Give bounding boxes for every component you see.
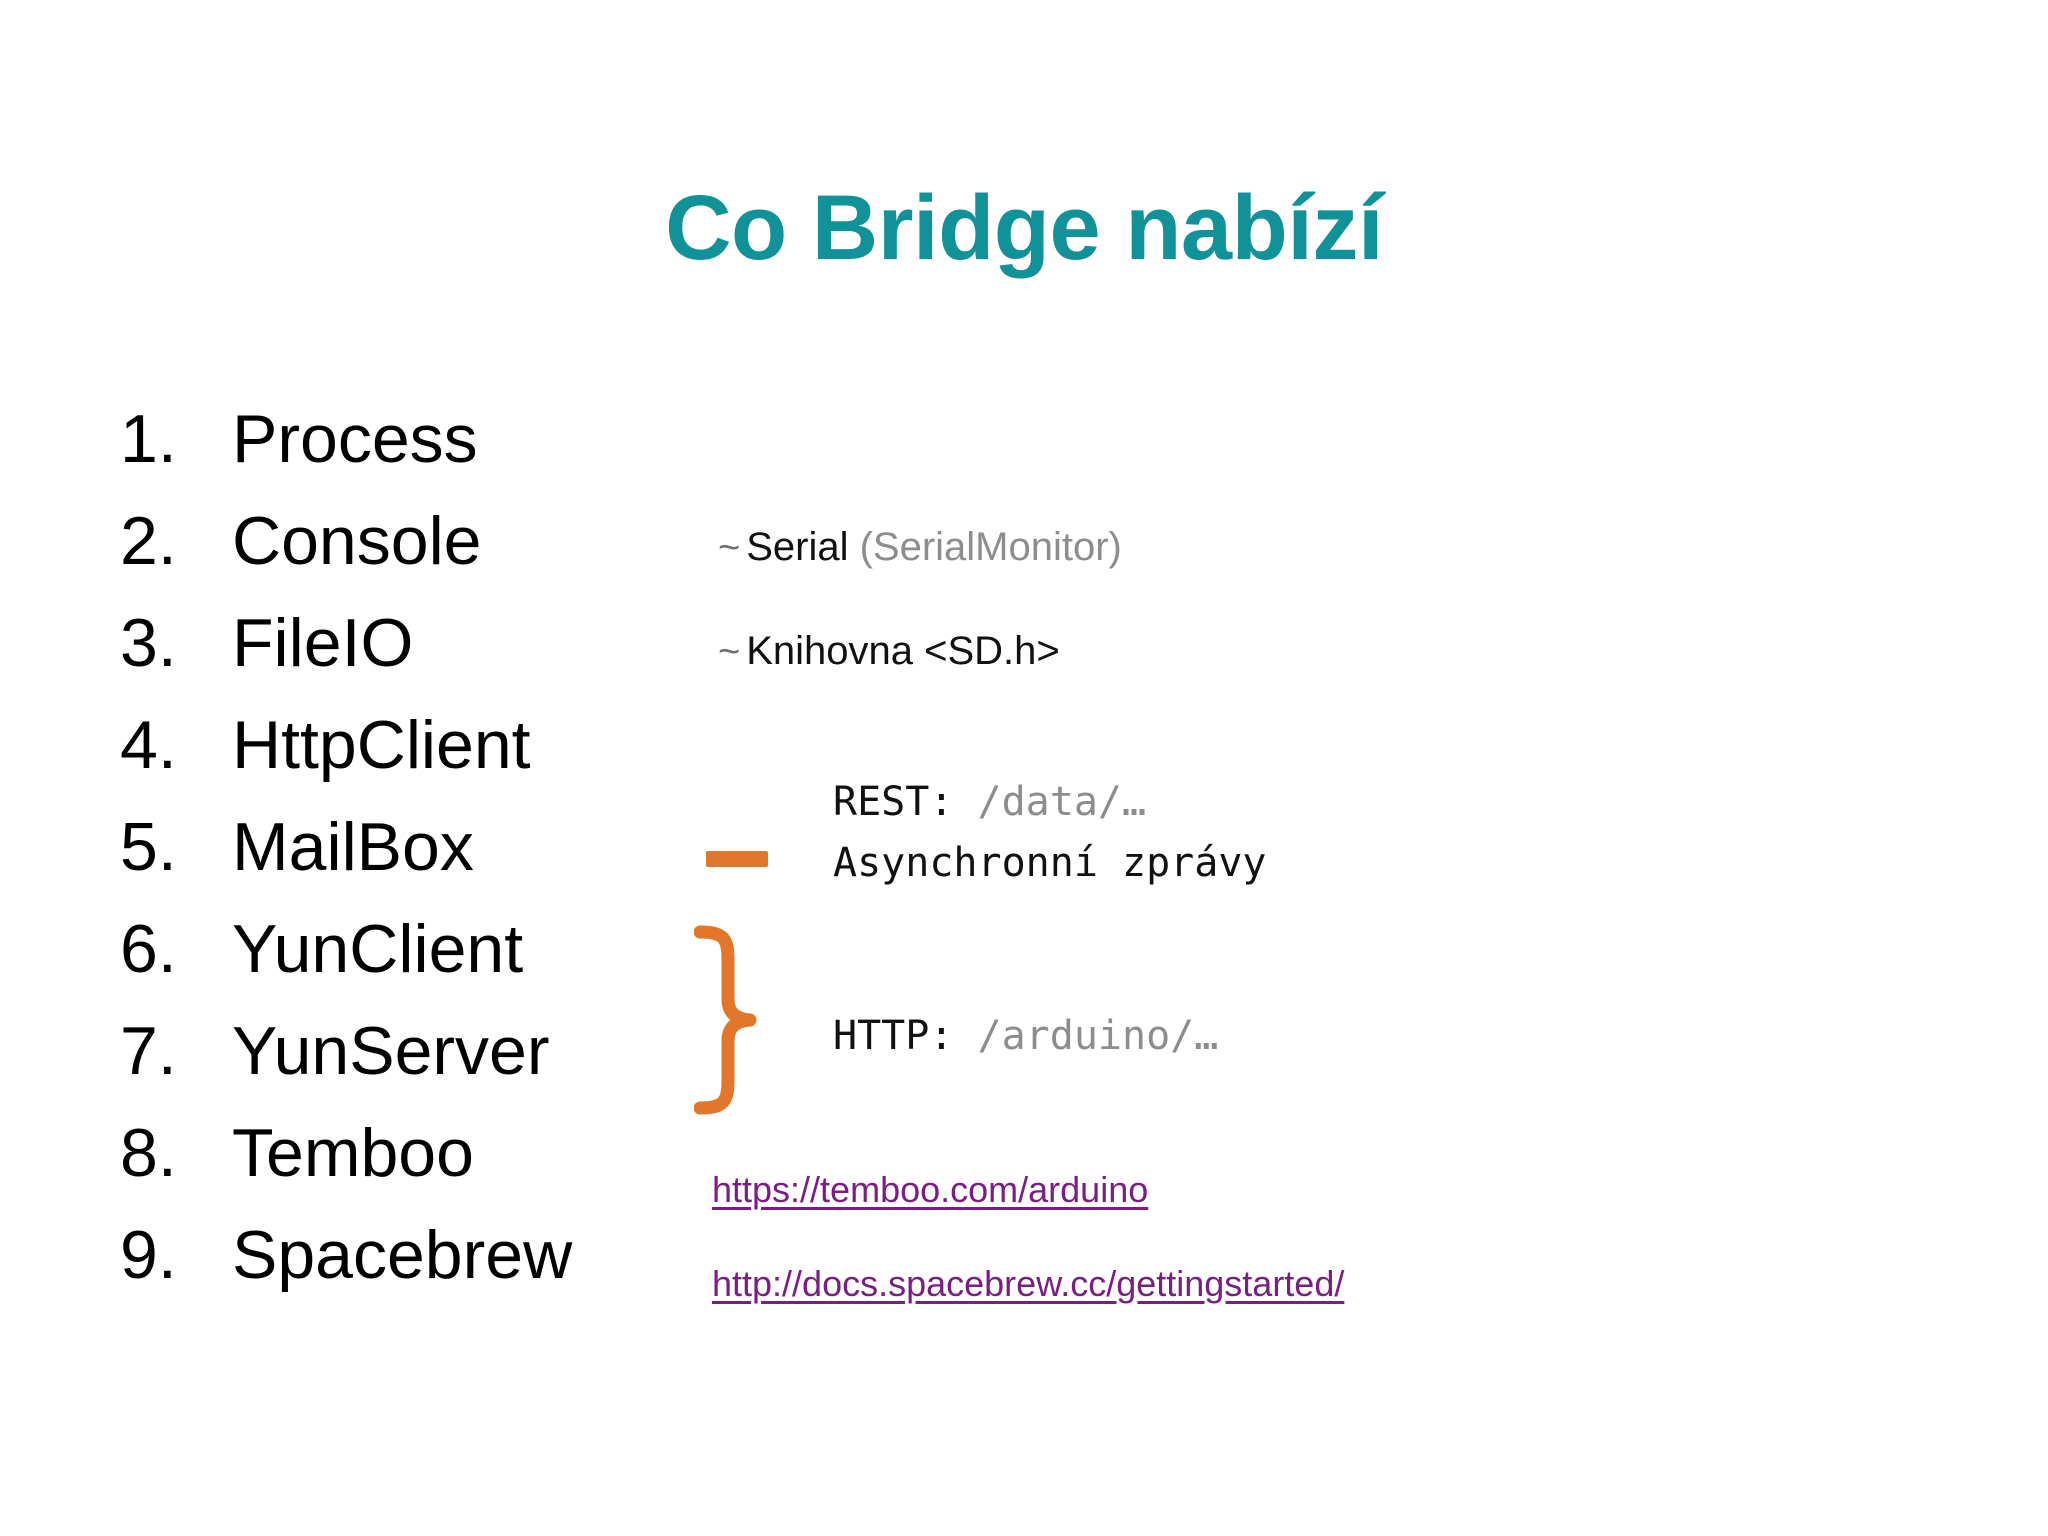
list-item-number: 2. — [120, 503, 177, 579]
list-item-number: 4. — [120, 707, 177, 783]
list-item[interactable]: 1. Process — [120, 405, 740, 507]
annotation-rest-path: /data/… — [977, 779, 1147, 825]
list-item[interactable]: 9. Spacebrew — [120, 1221, 740, 1323]
list-item-number: 9. — [120, 1217, 177, 1293]
list-item-label: FileIO — [232, 605, 414, 681]
annotation-knihovna-label: Knihovna <SD.h> — [746, 629, 1060, 673]
list-item[interactable]: 2. Console — [120, 507, 740, 609]
list-item-label: Process — [232, 401, 478, 477]
annotation-async-messages: Asynchronní zprávy — [833, 843, 1266, 883]
annotation-rest-key: REST: — [833, 779, 954, 825]
list-item[interactable]: 6. YunClient — [120, 915, 740, 1017]
annotation-serial-label: Serial — [746, 525, 849, 569]
list-item-label: Temboo — [232, 1115, 474, 1191]
list-item-number: 7. — [120, 1013, 177, 1089]
list-item-number: 5. — [120, 809, 177, 885]
annotation-async-label: Asynchronní zprávy — [833, 840, 1267, 886]
page-title: Co Bridge nabízí — [665, 176, 1383, 279]
tilde-icon: ~ — [718, 631, 741, 673]
list-item-number: 6. — [120, 911, 177, 987]
list-item[interactable]: 4. HttpClient — [120, 711, 740, 813]
list-item-number: 8. — [120, 1115, 177, 1191]
link-spacebrew[interactable]: http://docs.spacebrew.cc/gettingstarted/ — [712, 1263, 1345, 1304]
bridge-library-list: 1. Process 2. Console 3. FileIO 4. HttpC… — [120, 405, 740, 1323]
annotation-fileio-knihovna: ~Knihovna <SD.h> — [718, 631, 1060, 671]
link-temboo[interactable]: https://temboo.com/arduino — [712, 1169, 1149, 1210]
list-item[interactable]: 3. FileIO — [120, 609, 740, 711]
annotation-http-path: /arduino/… — [977, 1013, 1219, 1059]
list-item-label: YunClient — [232, 911, 524, 987]
annotation-serialmonitor-label: (SerialMonitor) — [859, 525, 1122, 569]
tilde-icon: ~ — [718, 527, 741, 569]
list-item-label: YunServer — [232, 1013, 550, 1089]
orange-curly-brace-icon — [694, 925, 784, 1115]
orange-dash-icon — [706, 851, 768, 867]
list-item[interactable]: 8. Temboo — [120, 1119, 740, 1221]
list-item-number: 1. — [120, 401, 177, 477]
list-item-label: MailBox — [232, 809, 474, 885]
annotation-console-serial: ~Serial (SerialMonitor) — [718, 527, 1122, 567]
list-item[interactable]: 7. YunServer — [120, 1017, 740, 1119]
list-item-label: Console — [232, 503, 482, 579]
list-item-label: Spacebrew — [232, 1217, 573, 1293]
list-item-label: HttpClient — [232, 707, 531, 783]
annotation-http: HTTP: /arduino/… — [833, 1016, 1218, 1056]
annotation-rest: REST: /data/… — [833, 782, 1146, 822]
list-item[interactable]: 5. MailBox — [120, 813, 740, 915]
annotation-http-key: HTTP: — [833, 1013, 954, 1059]
list-item-number: 3. — [120, 605, 177, 681]
